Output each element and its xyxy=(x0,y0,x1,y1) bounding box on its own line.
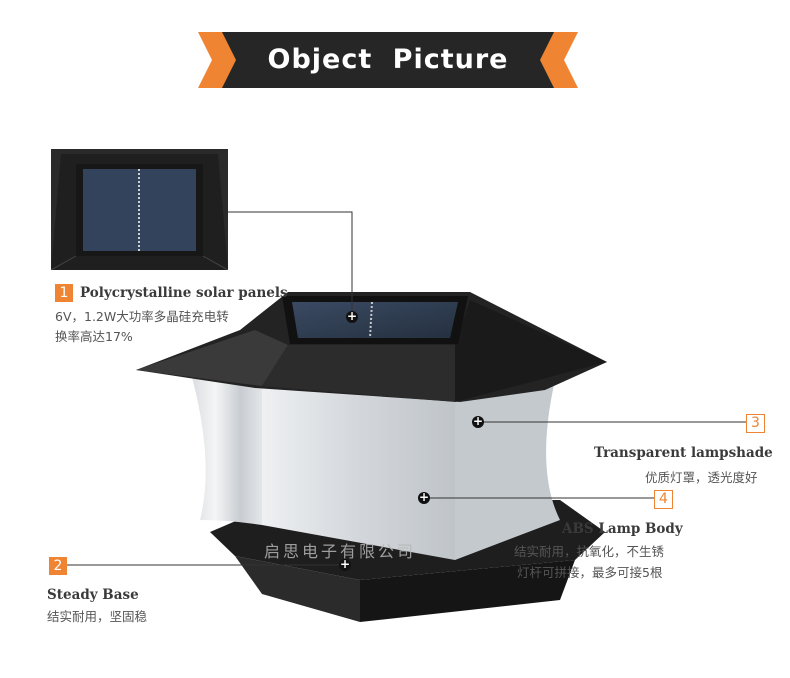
feature-2-title: Steady Base xyxy=(47,587,139,603)
feature-2-number: 2 xyxy=(49,557,67,575)
feature-4-title: ABS Lamp Body xyxy=(562,521,683,537)
page-title: Object Picture xyxy=(267,44,509,75)
feature-2-desc-line1: 结实耐用，坚固稳 xyxy=(47,609,148,624)
feature-1-number: 1 xyxy=(55,284,73,302)
feature-3-desc-line1: 优质灯罩，透光度好 xyxy=(645,470,758,485)
callout-marker-1: + xyxy=(346,309,358,323)
feature-1-title: Polycrystalline solar panels xyxy=(80,285,288,301)
feature-4-number: 4 xyxy=(654,490,673,509)
feature-3-number: 3 xyxy=(746,414,765,433)
feature-4-desc-line1: 结实耐用，抗氧化，不生锈 xyxy=(514,544,665,559)
header-banner: Object Picture xyxy=(198,32,578,88)
callout-marker-2: + xyxy=(339,557,351,571)
feature-4-desc-line2: 灯杆可拼接，最多可接5根 xyxy=(517,565,663,580)
banner-background xyxy=(198,32,578,88)
watermark-text: 启思电子有限公司 xyxy=(264,542,417,561)
feature-1-desc-line1: 6V，1.2W大功率多晶硅充电转 xyxy=(55,309,229,324)
callout-marker-3: + xyxy=(472,414,484,428)
feature-1-desc-line2: 换率高达17% xyxy=(55,329,133,344)
feature-3-title: Transparent lampshade xyxy=(594,445,773,461)
solar-panel-closeup xyxy=(51,149,228,270)
callout-marker-4: + xyxy=(418,490,430,504)
